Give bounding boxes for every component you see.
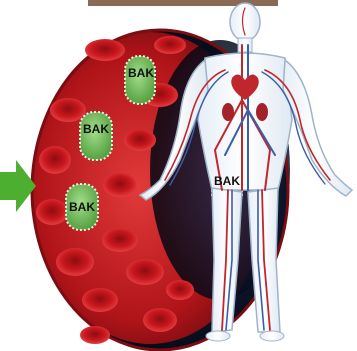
red-blood-cell xyxy=(126,259,164,285)
red-blood-cell xyxy=(102,228,138,252)
kidney xyxy=(222,103,234,121)
bacterium xyxy=(80,112,112,160)
red-blood-cell xyxy=(50,98,86,122)
bacterium xyxy=(125,56,155,104)
red-blood-cell xyxy=(56,248,94,276)
red-blood-cell xyxy=(85,39,125,61)
red-blood-cell xyxy=(143,308,177,332)
bacteria-label: BAK xyxy=(62,200,102,214)
red-blood-cell xyxy=(39,146,71,174)
right-arrow-icon xyxy=(0,160,36,212)
red-blood-cell xyxy=(124,129,156,151)
bacteria-label: BAK xyxy=(76,122,116,136)
red-blood-cell xyxy=(103,173,137,197)
red-blood-cell xyxy=(154,36,186,54)
red-blood-cell xyxy=(82,288,118,312)
kidney xyxy=(256,103,268,121)
bacteria-label: BAK xyxy=(121,66,161,80)
red-blood-cell xyxy=(80,326,110,344)
red-blood-cell xyxy=(166,280,194,300)
bacteria-label: BAK xyxy=(207,174,247,188)
